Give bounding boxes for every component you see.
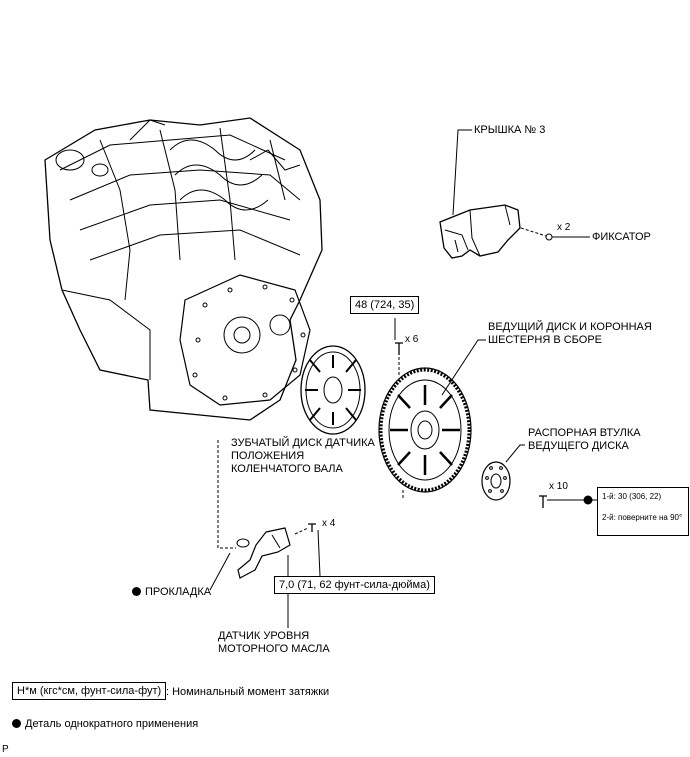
retainer-label: ФИКСАТОР — [592, 231, 651, 243]
sensor-torque-leader — [317, 529, 321, 577]
sensor-torque-box: 7,0 (71, 62 фунт-сила-дюйма) — [274, 576, 435, 594]
flywheel-torque-box: 48 (724, 35) — [350, 296, 420, 314]
flywheel-label-line2: ШЕСТЕРНЯ В СБОРЕ — [488, 334, 602, 346]
spacer-bolt — [539, 495, 547, 508]
spacer-bolt-qty: x 10 — [549, 481, 568, 492]
sensor-plate-part — [300, 345, 366, 435]
legend-unit-desc: : Номинальный момент затяжки — [166, 686, 330, 698]
legend-non-reusable: Деталь однократного применения — [12, 718, 198, 731]
flywheel-label-line1: ВЕДУЩИЙ ДИСК И КОРОННАЯ — [488, 321, 652, 333]
gasket-leader-line — [209, 552, 231, 591]
spacer-label-line2: ВЕДУЩЕГО ДИСКА — [528, 440, 629, 452]
sensor-plate-label-line3: КОЛЕНЧАТОГО ВАЛА — [231, 463, 343, 475]
oil-sensor-label-line2: МОТОРНОГО МАСЛА — [218, 643, 330, 655]
sensor-bolt — [308, 523, 316, 532]
oil-sensor-label-line1: ДАТЧИК УРОВНЯ — [218, 630, 310, 642]
oil-sensor-part — [236, 527, 291, 579]
cover-leader-line — [452, 129, 472, 216]
sensor-bolt-qty: x 4 — [322, 518, 336, 529]
retainer-clip — [545, 233, 553, 241]
gasket-ring — [236, 538, 250, 548]
spacer-torque-step1: 1-й: 30 (306, 22) — [602, 492, 662, 501]
gasket-label: ПРОКЛАДКА — [132, 586, 211, 599]
cover-label: КРЫШКА № 3 — [474, 124, 546, 136]
spacer-torque-box: 1-й: 30 (306, 22) 2-й: поверните на 90° — [597, 487, 689, 536]
flywheel-bolt-qty: x 6 — [405, 334, 419, 345]
cover-no3-part — [439, 204, 521, 259]
legend-dot-icon — [12, 719, 21, 728]
retainer-qty: x 2 — [557, 222, 571, 233]
spacer-torque-step2: 2-й: поверните на 90° — [602, 513, 683, 522]
non-reusable-dot-spacer — [583, 495, 593, 505]
spacer-part — [481, 461, 511, 501]
flywheel-part — [378, 367, 472, 493]
spacer-leader-line — [505, 444, 525, 463]
spacer-label-line1: РАСПОРНАЯ ВТУЛКА — [528, 427, 641, 439]
gasket-label-text: ПРОКЛАДКА — [145, 586, 212, 598]
sensor-plate-label-line2: ПОЛОЖЕНИЯ — [231, 450, 305, 462]
non-reusable-dot-gasket — [132, 587, 141, 596]
legend-non-reusable-text: Деталь однократного применения — [25, 718, 199, 730]
legend-unit-box: Н*м (кгс*см, фунт-сила-фут) — [12, 682, 167, 700]
sensor-plate-label-line1: ЗУБЧАТЫЙ ДИСК ДАТЧИКА — [231, 437, 375, 449]
engine-block — [44, 117, 323, 421]
flywheel-bolt — [395, 342, 403, 355]
corner-mark: P — [2, 744, 9, 755]
flywheel-leader-line — [441, 339, 486, 396]
